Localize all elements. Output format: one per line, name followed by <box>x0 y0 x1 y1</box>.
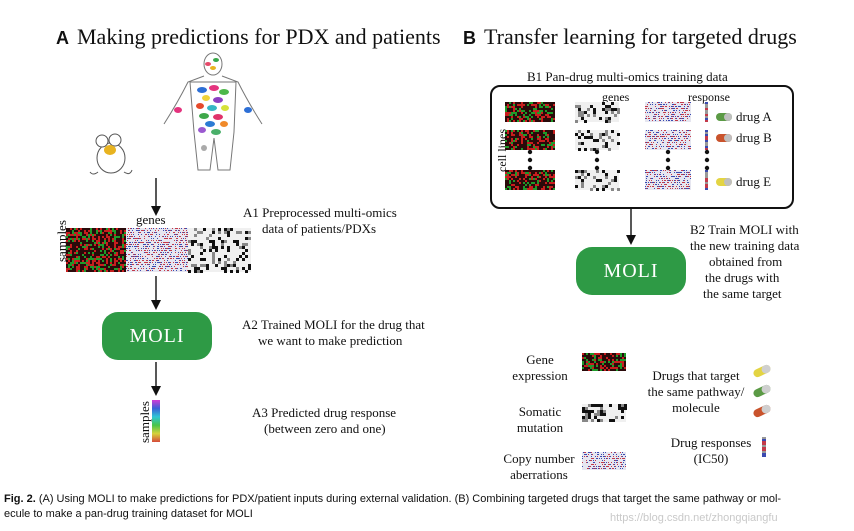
b2-line-1: B2 Train MOLI with <box>690 222 799 237</box>
arrow-down-2 <box>151 276 161 310</box>
human-body-icon <box>163 52 263 171</box>
a3-label-line1: A3 Predicted drug response <box>252 405 397 420</box>
a2-label-line2: we want to make prediction <box>258 333 403 348</box>
panel-a-title-text: Making predictions for PDX and patients <box>77 24 441 49</box>
legend-somatic-mutation-label: Somatic mutation <box>505 404 575 436</box>
arrow-down-1 <box>151 178 161 216</box>
panel-b-title: B Transfer learning for targeted drugs <box>463 24 797 50</box>
a3-label-line2: (between zero and one) <box>264 421 386 436</box>
moli-box-b: MOLI <box>576 247 686 295</box>
legend-copy-number-label: Copy number aberrations <box>499 451 579 483</box>
caption-text-2: ecule to make a pan-drug training datase… <box>4 508 253 520</box>
caption-text-1: (A) Using MOLI to make predictions for P… <box>35 493 782 505</box>
legend-gene-line-2: expression <box>512 368 568 383</box>
drug-row-e: drug E <box>716 173 771 191</box>
legend-somatic-line-1: Somatic <box>518 404 562 419</box>
watermark: https://blog.csdn.net/zhongqiangfu <box>610 512 778 524</box>
legend-copy-line-2: aberrations <box>510 467 568 482</box>
legend-drug-responses-label: Drug responses (IC50) <box>661 435 761 467</box>
arrow-down-b <box>626 207 636 245</box>
panel-a-samples-label-2: samples <box>137 401 152 443</box>
pill-yellow-icon <box>716 178 732 187</box>
panel-b-genes-label: genes <box>602 90 630 104</box>
panel-a-letter: A <box>56 28 69 48</box>
panel-b-letter: B <box>463 28 476 48</box>
legend-drugs-target-label: Drugs that target the same pathway/ mole… <box>641 368 751 416</box>
prediction-color-bar <box>152 400 160 442</box>
legend-gene-line-1: Gene <box>526 352 554 367</box>
mouse-icon <box>89 133 133 175</box>
legend-somatic-line-2: mutation <box>516 420 564 435</box>
a1-label-line1: A1 Preprocessed multi-omics <box>243 205 397 220</box>
drug-row-b: drug B <box>716 129 772 147</box>
drug-row-a: drug A <box>716 108 772 126</box>
figure-caption: Fig. 2. (A) Using MOLI to make predictio… <box>4 492 850 522</box>
legend-copy-line-1: Copy number <box>503 451 575 466</box>
b2-line-3: obtained from <box>709 254 783 269</box>
drug-a-label: drug A <box>736 109 772 124</box>
caption-fig-label: Fig. 2. <box>4 493 36 505</box>
b2-line-4: the drugs with <box>705 270 780 285</box>
arrow-down-3 <box>151 362 161 396</box>
training-data-frame <box>490 85 794 209</box>
legend-pills-icon <box>753 364 771 418</box>
a2-label-line1: A2 Trained MOLI for the drug that <box>242 317 425 332</box>
legend-gene-expression-label: Gene expression <box>505 352 575 384</box>
pan-drug-data-grid <box>505 102 710 191</box>
panel-b-response-label: response <box>688 90 730 104</box>
moli-box-a: MOLI <box>102 312 212 360</box>
legend-somatic-mutation-swatch <box>582 404 627 422</box>
drug-b-label: drug B <box>736 130 772 145</box>
legend-response-swatch <box>762 437 766 457</box>
legend-drugs-line-2: the same pathway/ <box>647 384 745 399</box>
panel-a-title: A Making predictions for PDX and patients <box>56 24 441 50</box>
drug-e-label: drug E <box>736 174 772 189</box>
legend-gene-expression-swatch <box>582 353 626 371</box>
pill-red-icon <box>716 134 732 143</box>
pill-green-icon <box>716 113 732 122</box>
a1-label-line2: data of patients/PDXs <box>262 221 377 236</box>
panel-b-title-text: Transfer learning for targeted drugs <box>484 24 797 49</box>
legend-drugs-line-1: Drugs that target <box>652 368 740 383</box>
legend-copy-number-swatch <box>582 452 626 470</box>
b2-line-2: the new training data <box>690 238 800 253</box>
b2-line-5: the same target <box>703 286 782 301</box>
panel-a-genes-label: genes <box>136 212 166 227</box>
legend-drugs-line-3: molecule <box>672 400 720 415</box>
multi-omics-heatmap <box>66 228 251 273</box>
legend-response-line-2: (IC50) <box>693 451 729 466</box>
legend-response-line-1: Drug responses <box>670 435 752 450</box>
b1-label: B1 Pan-drug multi-omics training data <box>527 69 728 84</box>
